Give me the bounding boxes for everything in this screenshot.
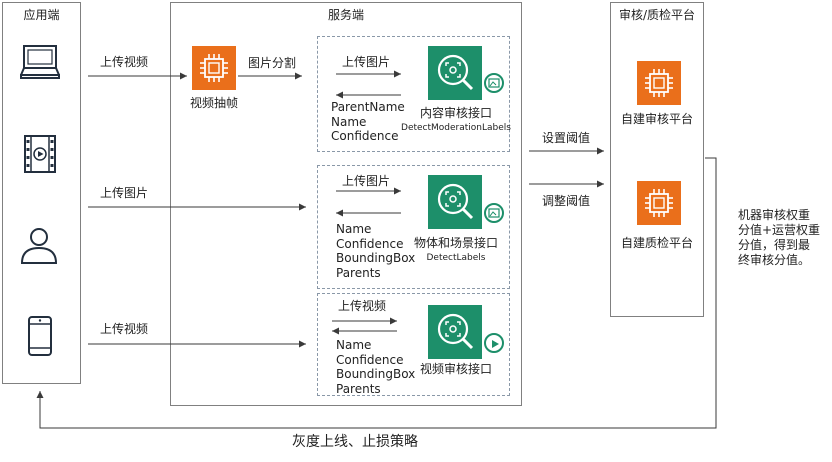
laptop-icon — [20, 45, 60, 79]
labels-fields: Name Confidence BoundingBox Parents — [336, 222, 415, 280]
label-upload-video-c: 上传视频 — [338, 299, 387, 313]
label-upload-image-main: 上传图片 — [100, 186, 149, 200]
video-fields: Name Confidence BoundingBox Parents — [336, 338, 415, 396]
review-platform-container — [610, 2, 704, 317]
user-icon — [20, 228, 58, 264]
video-api-node — [428, 305, 482, 359]
field-item: Parents — [336, 381, 381, 396]
app-side-label: 应用端 — [23, 8, 60, 22]
labels-api-name: 物体和场景接口 — [413, 236, 498, 250]
chip-icon — [637, 61, 681, 105]
server-side-label: 服务端 — [327, 8, 364, 22]
chip-icon — [192, 46, 236, 90]
video-api-name: 视频审核接口 — [419, 362, 492, 376]
frame-extract-label: 视频抽帧 — [189, 96, 238, 110]
labels-group — [317, 165, 510, 289]
label-upload-video-2: 上传视频 — [100, 322, 149, 336]
note-line: 终审核分值。 — [738, 253, 811, 267]
self-review-node — [637, 61, 681, 105]
field-item: BoundingBox — [336, 251, 416, 265]
labels-api-id: DetectLabels — [426, 253, 486, 263]
label-feedback: 灰度上线、止损策略 — [292, 434, 418, 450]
image-badge-icon — [484, 203, 504, 223]
note-line: 分值，得到最 — [738, 238, 811, 252]
video-group — [317, 293, 510, 396]
field-item: Name — [331, 114, 367, 129]
image-badge-icon — [484, 73, 504, 93]
label-upload-video-1: 上传视频 — [100, 55, 149, 69]
note-line: 分值+运营权重 — [738, 223, 821, 237]
self-review-label: 自建审核平台 — [620, 112, 693, 126]
note-line: 机器审核权重 — [738, 208, 811, 222]
rekognition-icon — [428, 46, 482, 100]
field-item: Name — [336, 338, 372, 352]
moderation-api-node — [428, 46, 482, 100]
feedback-loop-line — [36, 157, 717, 429]
frame-extract-node — [192, 46, 236, 90]
moderation-fields: ParentName Name Confidence — [331, 100, 405, 144]
score-note: 机器审核权重 分值+运营权重 分值，得到最 终审核分值。 — [738, 208, 820, 268]
video-badge-icon — [484, 333, 504, 353]
labels-api-node — [428, 175, 482, 229]
field-item: ParentName — [331, 100, 405, 114]
label-adjust-threshold: 调整阈值 — [542, 194, 591, 208]
field-item: BoundingBox — [336, 367, 416, 381]
label-upload-image-a: 上传图片 — [342, 55, 391, 69]
label-set-threshold: 设置阈值 — [542, 131, 591, 145]
app-side-container — [2, 2, 81, 384]
label-image-split: 图片分割 — [248, 56, 297, 70]
moderation-api-name: 内容审核接口 — [419, 106, 492, 120]
rekognition-icon — [428, 175, 482, 229]
label-upload-image-b: 上传图片 — [342, 174, 391, 188]
field-item: Confidence — [336, 352, 404, 367]
moderation-api-id: DetectModerationLabels — [401, 123, 511, 133]
field-item: Name — [336, 222, 372, 236]
rekognition-icon — [428, 305, 482, 359]
self-qc-node — [637, 181, 681, 225]
moderation-group — [317, 36, 510, 152]
mobile-icon — [28, 316, 52, 356]
review-platform-label: 审核/质检平台 — [618, 8, 696, 22]
chip-icon — [637, 181, 681, 225]
video-film-icon — [24, 135, 56, 173]
self-qc-label: 自建质检平台 — [620, 236, 693, 250]
field-item: Parents — [336, 265, 381, 280]
field-item: Confidence — [331, 129, 399, 143]
field-item: Confidence — [336, 236, 404, 251]
server-side-container — [170, 2, 522, 406]
